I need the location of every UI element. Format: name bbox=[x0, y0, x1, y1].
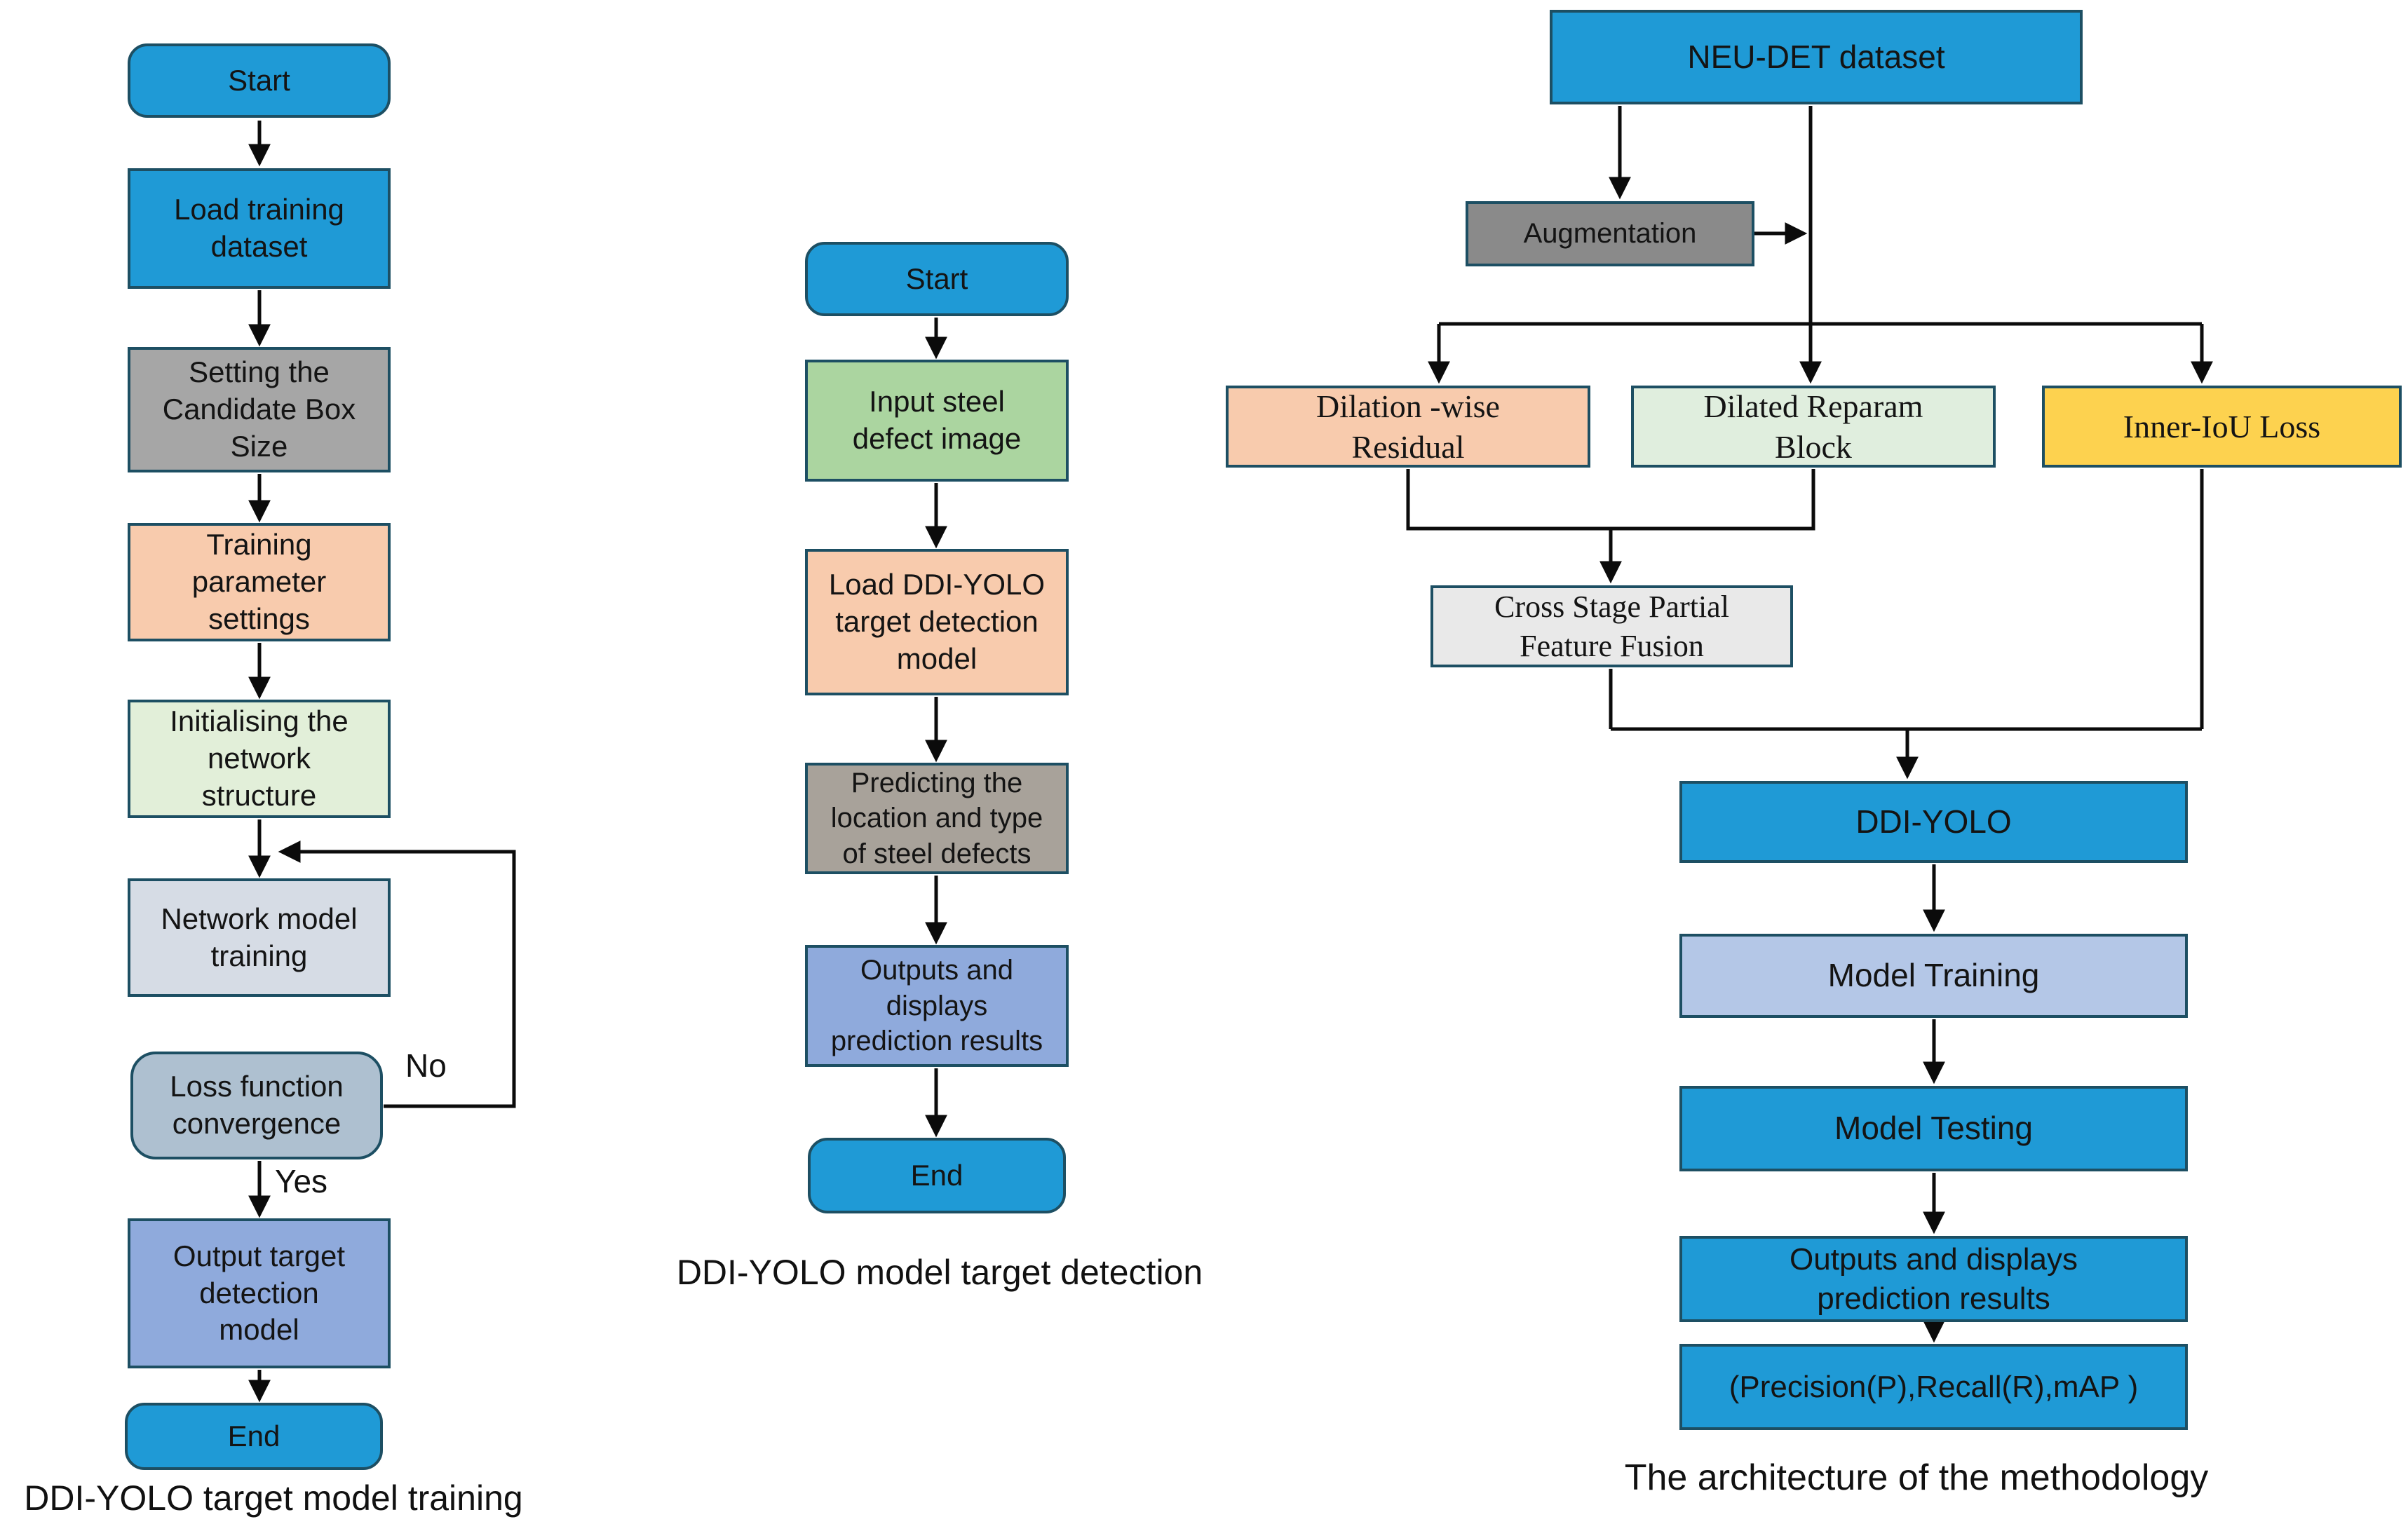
node-label: Model Testing bbox=[1834, 1110, 2033, 1147]
node-label: End bbox=[910, 1158, 963, 1192]
flow-node-metrics: (Precision(P),Recall(R),mAP ) bbox=[1679, 1344, 2188, 1430]
flow-node-dilated-reparam-block: Dilated Reparam Block bbox=[1631, 386, 1996, 468]
flow-node-augmentation: Augmentation bbox=[1466, 201, 1754, 266]
node-label: Load training dataset bbox=[174, 193, 344, 263]
flow-node-ddi-yolo: DDI-YOLO bbox=[1679, 781, 2188, 863]
node-label: Load DDI-YOLO target detection model bbox=[828, 568, 1046, 675]
node-label: Loss function convergence bbox=[170, 1070, 344, 1140]
node-label: Network model training bbox=[161, 902, 358, 972]
node-label: Start bbox=[905, 261, 968, 295]
flow-node-neu-det-dataset: NEU-DET dataset bbox=[1550, 10, 2083, 104]
node-label: Dilation -wise Residual bbox=[1316, 388, 1500, 465]
node-label: Cross Stage Partial Feature Fusion bbox=[1494, 590, 1729, 663]
flow-node-loss-convergence: Loss function convergence bbox=[130, 1052, 383, 1159]
node-label: Predicting the location and type of stee… bbox=[830, 767, 1043, 869]
flow-node-output-target-model: Output target detection model bbox=[128, 1218, 391, 1368]
edge-label-yes: Yes bbox=[275, 1163, 328, 1199]
flow-node-load-training-dataset: Load training dataset bbox=[128, 168, 391, 289]
caption-architecture: The architecture of the methodology bbox=[1624, 1457, 2209, 1498]
flow-node-training-parameter-settings: Training parameter settings bbox=[128, 523, 391, 641]
flow-node-model-testing: Model Testing bbox=[1679, 1086, 2188, 1171]
flow-node-initialising-network: Initialising the network structure bbox=[128, 700, 391, 818]
flow-node-load-ddiyolo-model: Load DDI-YOLO target detection model bbox=[805, 549, 1069, 695]
flow-node-network-model-training: Network model training bbox=[128, 878, 391, 997]
flow-node-architecture-outputs: Outputs and displays prediction results bbox=[1679, 1236, 2188, 1322]
flow-node-training-end: End bbox=[125, 1403, 383, 1470]
node-label: Inner-IoU Loss bbox=[2123, 408, 2321, 444]
flow-node-predicting-defects: Predicting the location and type of stee… bbox=[805, 763, 1069, 874]
join-dwr-drb bbox=[1406, 469, 1815, 531]
node-label: Model Training bbox=[1827, 957, 2040, 994]
flow-node-detection-end: End bbox=[808, 1138, 1066, 1213]
node-label: Start bbox=[228, 63, 290, 97]
flow-node-dilation-wise-residual: Dilation -wise Residual bbox=[1226, 386, 1590, 468]
flow-node-model-training: Model Training bbox=[1679, 934, 2188, 1018]
node-label: Outputs and displays prediction results bbox=[830, 955, 1043, 1057]
edge-label-no: No bbox=[405, 1047, 447, 1084]
node-label: Training parameter settings bbox=[191, 528, 327, 635]
node-label: Initialising the network structure bbox=[170, 705, 349, 812]
node-label: DDI-YOLO bbox=[1855, 803, 2012, 840]
flow-node-cross-stage-partial: Cross Stage Partial Feature Fusion bbox=[1430, 585, 1793, 667]
flow-node-training-start: Start bbox=[128, 43, 391, 118]
node-label: Output target detection model bbox=[173, 1239, 346, 1347]
node-label: Outputs and displays prediction results bbox=[1790, 1242, 2078, 1316]
flow-node-input-steel-defect: Input steel defect image bbox=[805, 360, 1069, 482]
node-label: Augmentation bbox=[1523, 218, 1697, 250]
node-label: End bbox=[227, 1419, 280, 1452]
flow-node-inner-iou-loss: Inner-IoU Loss bbox=[2042, 386, 2402, 468]
node-label: Dilated Reparam Block bbox=[1703, 388, 1923, 465]
caption-training: DDI-YOLO target model training bbox=[24, 1478, 523, 1518]
caption-detection: DDI-YOLO model target detection bbox=[676, 1253, 1203, 1292]
node-label: Setting the Candidate Box Size bbox=[162, 355, 356, 463]
flow-node-detection-outputs: Outputs and displays prediction results bbox=[805, 945, 1069, 1067]
node-label: (Precision(P),Recall(R),mAP ) bbox=[1729, 1369, 2139, 1404]
flow-node-detection-start: Start bbox=[805, 242, 1069, 316]
node-label: NEU-DET dataset bbox=[1687, 38, 1945, 75]
node-label: Input steel defect image bbox=[852, 385, 1022, 455]
flow-node-candidate-box-size: Setting the Candidate Box Size bbox=[128, 347, 391, 472]
